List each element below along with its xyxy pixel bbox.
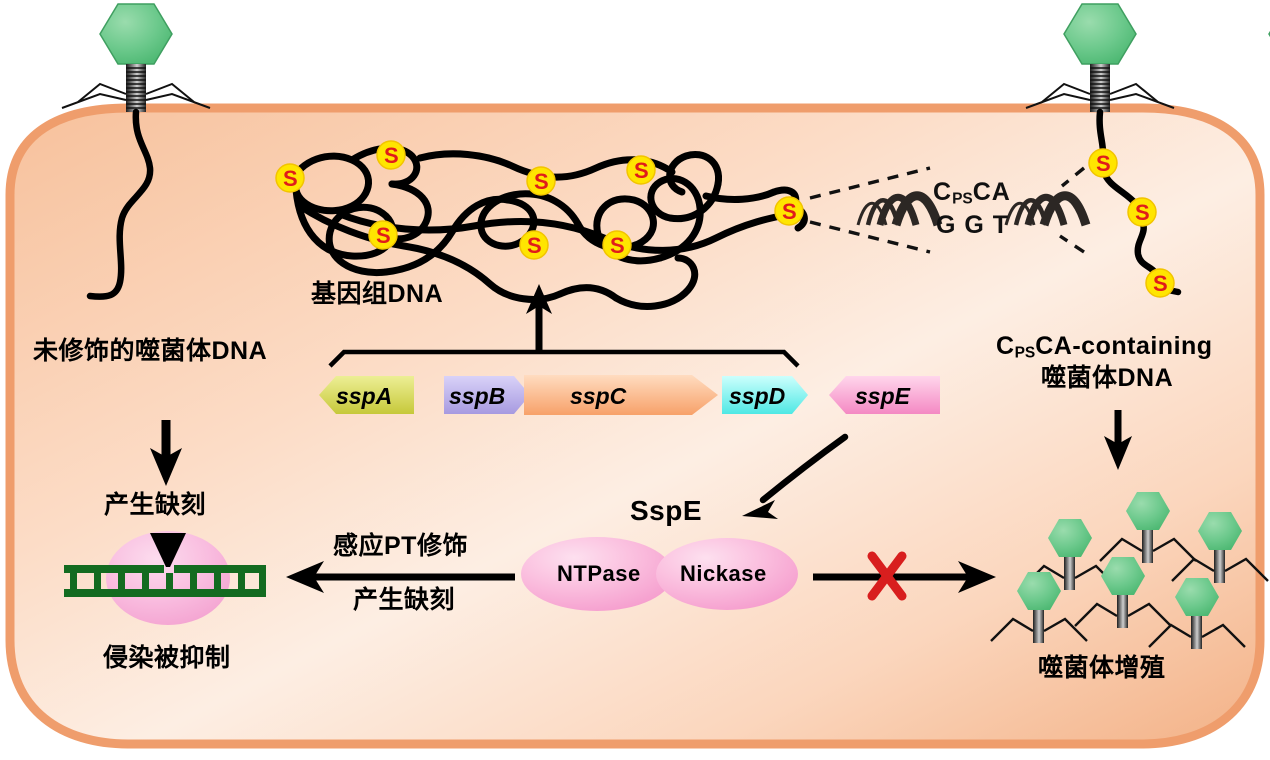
label-genomic-dna: 基因组DNA [311, 280, 444, 308]
s-letter: S [1135, 200, 1151, 225]
phage-small [1148, 578, 1246, 649]
phage-small [1099, 492, 1197, 563]
nick-pointer-icon [150, 533, 186, 567]
phage-small [1171, 512, 1269, 583]
s-site [376, 140, 406, 170]
s-letter: S [384, 143, 400, 168]
label-cpsca-phage-dna: 噬菌体DNA [1041, 364, 1174, 392]
sequence-top-sub: PS [952, 190, 973, 208]
label-infection-inhibited: 侵染被抑制 [103, 644, 231, 672]
gene-label-sspb: sspB [449, 383, 506, 409]
label-phage-proliferation: 噬菌体增殖 [1038, 654, 1166, 682]
label-nickase: Nickase [680, 561, 767, 586]
s-letter: S [376, 223, 392, 248]
sspe-expression-arrow [742, 433, 849, 519]
s-site [368, 220, 398, 250]
s-letter: S [534, 169, 550, 194]
label-produce-nick-left: 产生缺刻 [104, 491, 207, 519]
gene-sspb [444, 376, 530, 414]
nickase-domain [656, 538, 798, 610]
pt-modification-sites-phage-right [1088, 148, 1175, 298]
sequence-callout-lines [809, 166, 1086, 254]
gene-label-sspa: sspA [336, 383, 393, 409]
gene-label-sspc: sspC [570, 383, 627, 409]
s-site [526, 166, 556, 196]
sequence-top-post: CA [972, 178, 1011, 206]
ntpase-domain [521, 537, 673, 611]
s-letter: S [283, 166, 299, 191]
s-letter: S [610, 233, 626, 258]
phage-left [61, 3, 211, 300]
gene-sspa [319, 376, 414, 414]
label-sspe-protein: SspE [630, 495, 703, 526]
left-down-arrow [150, 420, 182, 486]
s-letter: S [527, 233, 543, 258]
gene-sspc [524, 375, 718, 415]
s-site [275, 163, 305, 193]
nicking-arrow-left [286, 561, 515, 593]
phage-small [1074, 557, 1172, 628]
gene-label-sspe: sspE [855, 383, 910, 409]
sequence-top-line: CPSCA [933, 178, 1011, 208]
tail-fibers [61, 82, 211, 109]
expression-arrow-up [526, 284, 552, 352]
s-letter: S [782, 199, 798, 224]
gene-sspd [722, 376, 808, 414]
label-sense-pt-modification: 感应PT修饰 [333, 532, 468, 560]
s-site [519, 230, 549, 260]
gene-cluster [319, 375, 940, 415]
s-site [602, 230, 632, 260]
dna-helix-left-glyph [856, 191, 943, 227]
sspe-protein [521, 537, 798, 611]
label-cpsca-containing: CPSCA-containing [996, 332, 1213, 362]
blocked-x-icon [867, 551, 907, 601]
s-letter: S [634, 158, 650, 183]
sequence-top-pre: C [933, 178, 953, 206]
phage-swarm [990, 492, 1269, 649]
host-cell-body [5, 103, 1265, 749]
s-site [774, 196, 804, 226]
injected-phage-dna-left [86, 108, 154, 300]
label-ntpase: NTPase [557, 561, 641, 586]
s-letter: S [1153, 271, 1169, 296]
cpsca-sub: PS [1014, 344, 1036, 362]
sequence-bottom-line: G G T [936, 211, 1010, 239]
blocked-arrow-right [813, 551, 996, 601]
gene-cluster-bracket [328, 349, 800, 368]
phage-small [990, 572, 1088, 643]
right-down-arrow [1104, 410, 1132, 470]
dna-helix-right-glyph [1004, 191, 1091, 227]
label-unmodified-phage-dna: 未修饰的噬菌体DNA [33, 337, 268, 365]
label-produce-nick-center: 产生缺刻 [353, 586, 456, 614]
s-letter: S [1096, 151, 1112, 176]
cpsca-post: CA-containing [1035, 332, 1213, 360]
capsid-icon [99, 3, 173, 65]
s-site [626, 155, 656, 185]
cpsca-pre: C [996, 332, 1015, 360]
gene-label-sspd: sspD [729, 383, 786, 409]
nicked-dna-duplex [64, 531, 266, 625]
pt-modification-sites-genome [275, 140, 804, 260]
capsid-icon [1063, 3, 1137, 65]
gene-sspe [829, 376, 940, 414]
